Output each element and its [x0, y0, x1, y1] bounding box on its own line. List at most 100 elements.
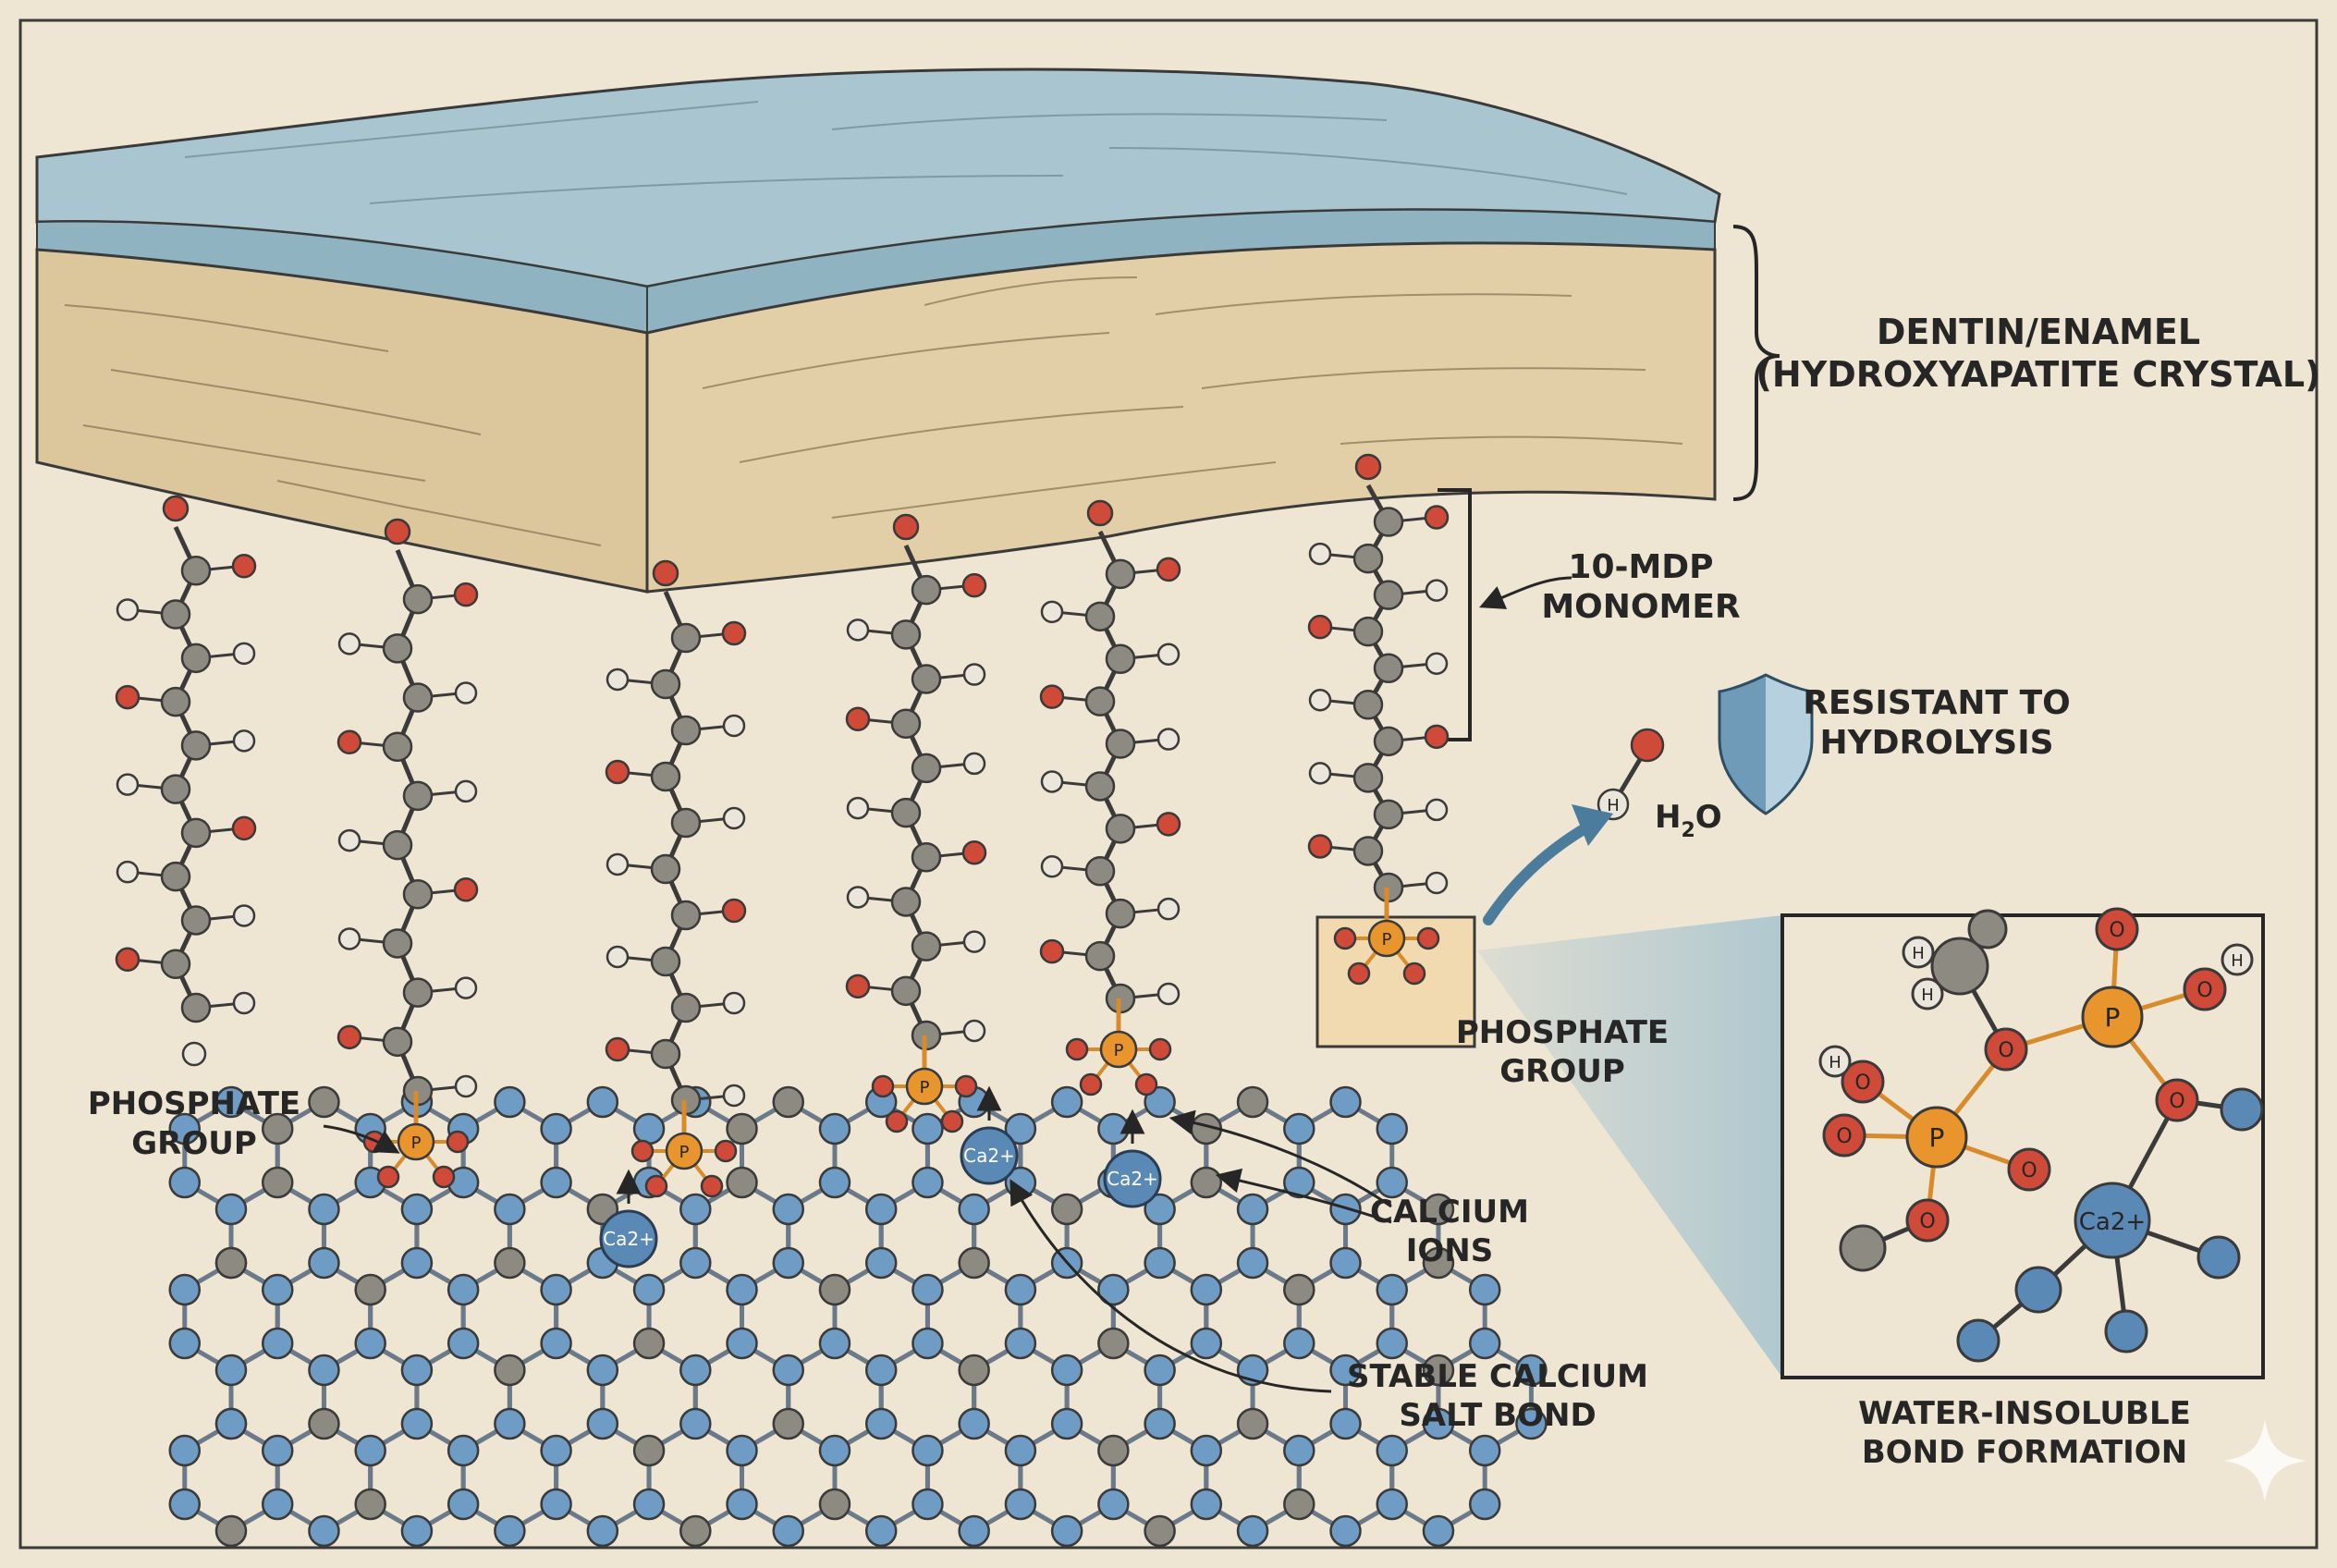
phosphate-oxygen — [434, 1167, 454, 1187]
lattice-atom — [263, 1489, 292, 1519]
chain-carbon — [672, 901, 700, 929]
chain-hydrogen — [1042, 602, 1062, 622]
lattice-atom — [588, 1355, 618, 1385]
lattice-atom — [1238, 1409, 1267, 1439]
phosphate-atom-label: P — [411, 1133, 422, 1153]
lattice-atom — [728, 1168, 757, 1197]
chain-carbon — [384, 1028, 411, 1056]
lattice-atom — [1145, 1516, 1175, 1546]
chain-carbon — [182, 731, 210, 759]
lattice-atom — [680, 1409, 710, 1439]
phosphate-oxygen — [646, 1176, 667, 1196]
chain-oxygen — [233, 817, 255, 839]
chain-carbon — [892, 888, 920, 915]
chain-carbon — [672, 809, 700, 837]
phosphate-oxygen — [1150, 1039, 1170, 1060]
lattice-atom — [495, 1516, 524, 1546]
chain-hydrogen — [456, 1076, 476, 1096]
lattice-atom — [912, 1114, 942, 1144]
chain-oxygen — [455, 878, 477, 900]
lattice-atom — [402, 1355, 432, 1385]
chain-oxygen — [1425, 726, 1448, 748]
lattice-atom — [1098, 1329, 1128, 1358]
lattice-atom — [1006, 1489, 1035, 1519]
lattice-atom — [588, 1409, 618, 1439]
lattice-atom — [309, 1248, 338, 1278]
chain-carbon — [892, 977, 920, 1005]
lattice-atom — [912, 1489, 942, 1519]
chain-carbon — [1354, 764, 1382, 791]
substrate-label-line1: DENTIN/ENAMEL — [1877, 312, 2200, 352]
lattice-atom — [402, 1248, 432, 1278]
lattice-atom — [402, 1194, 432, 1224]
chain-hydrogen — [234, 993, 254, 1013]
calcium-ion-label: Ca2+ — [603, 1228, 655, 1250]
chain-carbon — [384, 733, 411, 761]
lattice-atom — [263, 1168, 292, 1197]
chain-hydrogen — [1426, 654, 1447, 674]
inset-atom-o4: O — [2169, 1090, 2184, 1113]
chain-oxygen-anchor — [1356, 455, 1380, 479]
lattice-atom — [634, 1436, 664, 1465]
lattice-atom — [1470, 1275, 1499, 1305]
chain-carbon — [1107, 645, 1134, 673]
lattice-atom — [820, 1436, 850, 1465]
chain-oxygen — [1309, 835, 1331, 857]
chain-carbon — [892, 799, 920, 827]
chain-hydrogen — [117, 775, 138, 795]
chain-carbon — [672, 717, 700, 744]
phosphate-oxygen — [1418, 928, 1438, 949]
lattice-atom — [960, 1409, 989, 1439]
phosphate-oxygen — [887, 1111, 907, 1132]
lattice-atom — [820, 1329, 850, 1358]
phosphate-atom-label: P — [920, 1078, 930, 1097]
lattice-atom — [170, 1168, 200, 1197]
salt-label-line2: SALT BOND — [1399, 1397, 1596, 1434]
chain-carbon — [182, 906, 210, 934]
chain-carbon — [912, 933, 940, 961]
lattice-atom — [912, 1436, 942, 1465]
lattice-atom — [634, 1114, 664, 1144]
chain-carbon — [182, 644, 210, 672]
lattice-atom — [356, 1489, 385, 1519]
lattice-atom — [1284, 1489, 1314, 1519]
lattice-atom — [680, 1516, 710, 1546]
lattice-atom — [542, 1168, 571, 1197]
chain-oxygen — [606, 1038, 629, 1060]
lattice-atom — [448, 1436, 478, 1465]
inset-atom-ca: Ca2+ — [2079, 1208, 2146, 1236]
chain-oxygen — [847, 975, 869, 998]
lattice-atom — [1192, 1168, 1221, 1197]
chain-carbon — [404, 782, 432, 810]
chain-hydrogen — [1310, 544, 1330, 564]
chain-oxygen — [1309, 616, 1331, 638]
lattice-atom — [1052, 1516, 1082, 1546]
lattice-atom — [680, 1355, 710, 1385]
inset-label-line1: WATER-INSOLUBLE — [1858, 1395, 2191, 1432]
chain-oxygen — [338, 731, 361, 753]
inset-atom-o2: O — [2109, 919, 2124, 942]
lattice-atom — [1192, 1489, 1221, 1519]
inset-atom-p1: P — [2105, 1002, 2121, 1033]
phosphate-atom-label: P — [679, 1143, 690, 1162]
chain-hydrogen — [724, 993, 744, 1013]
chain-carbon — [182, 819, 210, 847]
resistant-label-line2: HYDROLYSIS — [1819, 724, 2053, 762]
lattice-atom — [402, 1516, 432, 1546]
lattice-atom — [1098, 1114, 1128, 1144]
water-atom-h: H — [1607, 796, 1620, 815]
phosphate-left-label-line1: PHOSPHATE — [88, 1085, 300, 1122]
lattice-atom — [1238, 1087, 1267, 1117]
lattice-atom — [402, 1409, 432, 1439]
chain-carbon — [162, 688, 190, 716]
lattice-atom — [960, 1194, 989, 1224]
lattice-atom — [1377, 1436, 1407, 1465]
chain-carbon — [404, 880, 432, 908]
chain-oxygen — [1157, 813, 1180, 835]
lattice-atom — [216, 1409, 246, 1439]
lattice-atom — [495, 1409, 524, 1439]
lattice-atom — [356, 1329, 385, 1358]
chain-oxygen — [963, 841, 985, 864]
phosphate-left-label-line2: GROUP — [131, 1125, 257, 1162]
